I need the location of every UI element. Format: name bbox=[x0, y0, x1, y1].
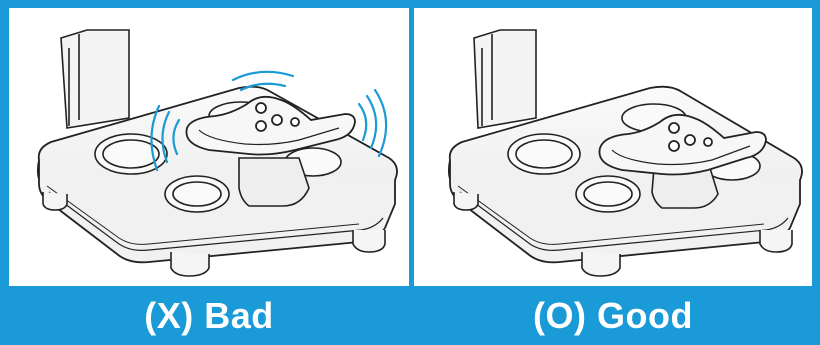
scale-bad-drawing bbox=[9, 8, 409, 286]
column bbox=[61, 30, 129, 128]
caption-bad: (X) Bad bbox=[9, 286, 409, 345]
column bbox=[474, 30, 536, 128]
caption-good: (O) Good bbox=[414, 286, 812, 345]
panel-bad-illustration bbox=[9, 8, 409, 286]
panel-good-illustration bbox=[414, 8, 812, 286]
grip-holder bbox=[239, 158, 309, 206]
scale-good-drawing bbox=[414, 8, 812, 286]
